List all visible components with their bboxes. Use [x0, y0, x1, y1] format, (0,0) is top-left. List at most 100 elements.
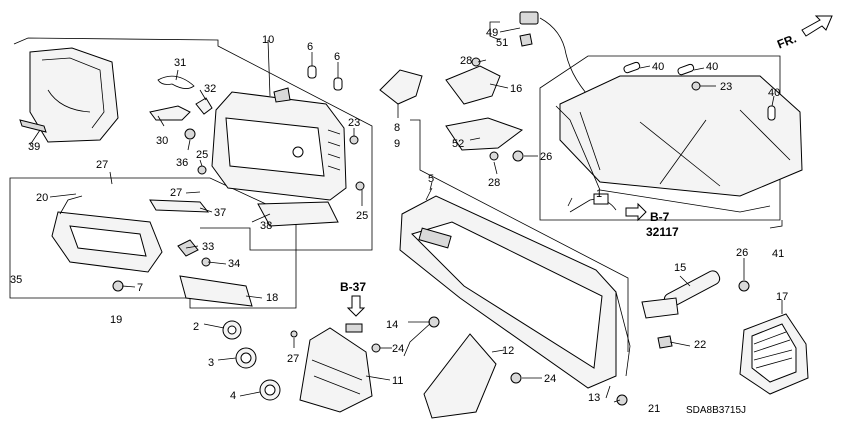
- callout-27a: 27: [96, 159, 108, 171]
- callout-49: 49: [486, 27, 498, 39]
- part-clip-24b: [510, 372, 522, 384]
- callout-28b: 28: [488, 177, 500, 189]
- part-damper-15: [641, 270, 721, 319]
- callout-21: 21: [648, 403, 660, 415]
- callout-19: 19: [110, 314, 122, 326]
- callout-7: 7: [137, 282, 143, 294]
- callout-28a: 28: [460, 55, 472, 67]
- part-screw-28a: [471, 57, 481, 67]
- callout-38: 38: [260, 220, 272, 232]
- callout-27b: 27: [170, 187, 182, 199]
- front-arrow: FR.: [775, 15, 833, 52]
- part-bolt-26b: [738, 280, 750, 292]
- ref-b7: B-7: [650, 210, 670, 224]
- callout-36: 36: [176, 157, 188, 169]
- callout-39: 39: [28, 141, 40, 153]
- part-rod-6a: [307, 65, 317, 79]
- callout-18: 18: [266, 292, 278, 304]
- callout-6b: 6: [334, 51, 340, 63]
- callout-25a: 25: [196, 149, 208, 161]
- part-outlets: [222, 320, 281, 401]
- ref-b37: B-37: [340, 280, 366, 294]
- part-clip-23a: [349, 135, 359, 145]
- callout-24a: 24: [392, 343, 404, 355]
- callout-5: 5: [428, 173, 434, 185]
- callout-17: 17: [776, 291, 788, 303]
- callout-52: 52: [452, 138, 464, 150]
- part-bracket-52: [445, 117, 524, 151]
- callout-6a: 6: [307, 41, 313, 53]
- part-bolt-26a: [512, 150, 524, 162]
- callout-33: 33: [202, 241, 214, 253]
- part-pin-5: [425, 187, 433, 201]
- part-clip-51: [519, 33, 533, 47]
- part-clip-22: [657, 335, 673, 349]
- callout-13: 13: [588, 392, 600, 404]
- part-connector-49: [519, 11, 539, 25]
- glovebox-group-box: [410, 119, 629, 352]
- callout-35: 35: [10, 274, 22, 286]
- callout-26a: 26: [540, 151, 552, 163]
- callout-15: 15: [674, 262, 686, 274]
- part-filter-plate-12: [423, 333, 497, 419]
- part-clip-24a: [371, 343, 381, 353]
- part-tray-insert-18: [179, 275, 253, 307]
- callout-4: 4: [230, 390, 236, 402]
- callout-16: 16: [510, 83, 522, 95]
- part-latch-rod-14: [403, 321, 433, 357]
- part-screw-28b: [489, 151, 499, 161]
- leader-lines: [29, 21, 783, 403]
- callout-51: 51: [496, 37, 508, 49]
- part-clip-25b: [355, 181, 365, 191]
- callout-41: 41: [772, 248, 784, 260]
- part-upper-compartment: [211, 87, 347, 201]
- lid-group-box: [13, 37, 373, 251]
- part-glove-box: [399, 195, 631, 389]
- part-b7-harness: [569, 198, 617, 213]
- callout-3: 3: [208, 357, 214, 369]
- part-clip-36: [184, 128, 196, 140]
- part-clip-25a: [197, 165, 207, 175]
- callout-37: 37: [214, 207, 226, 219]
- part-clip-7: [112, 280, 124, 292]
- callout-31: 31: [174, 57, 186, 69]
- part-screw-27c: [290, 330, 298, 338]
- callout-40c: 40: [768, 87, 780, 99]
- part-clip-32: [195, 97, 213, 115]
- callout-32: 32: [204, 83, 216, 95]
- callout-24b: 24: [544, 373, 556, 385]
- part-panel-38: [257, 201, 339, 227]
- part-clip-23b: [691, 81, 701, 91]
- callout-22: 22: [694, 339, 706, 351]
- ref-b7-sub: 32117: [646, 225, 679, 239]
- part-hinge-strap: [157, 75, 195, 89]
- callout-1: 1: [596, 188, 602, 200]
- part-clip-21: [616, 394, 628, 406]
- part-bracket-16: [445, 65, 501, 105]
- callout-40b: 40: [706, 61, 718, 73]
- callout-25b: 25: [356, 210, 368, 222]
- callout-30: 30: [156, 135, 168, 147]
- callout-23b: 23: [720, 81, 732, 93]
- b7-arrow: [625, 202, 647, 222]
- tray-group-box: [9, 177, 297, 309]
- part-lid-cover: [19, 47, 119, 143]
- part-lower-tray: [51, 195, 163, 273]
- part-latch-30: [149, 105, 191, 121]
- part-rod-6b: [333, 77, 343, 91]
- callout-27c: 27: [287, 353, 299, 365]
- callout-12: 12: [502, 345, 514, 357]
- callout-26b: 26: [736, 247, 748, 259]
- part-clip-b37: [345, 323, 363, 333]
- callout-14: 14: [386, 319, 398, 331]
- part-rod-40b: [677, 63, 695, 76]
- callout-20: 20: [36, 192, 48, 204]
- callout-8: 8: [394, 122, 400, 134]
- callout-23a: 23: [348, 117, 360, 129]
- callout-40a: 40: [652, 61, 664, 73]
- part-rod-40c: [767, 105, 776, 121]
- front-label: FR.: [775, 31, 798, 51]
- part-rod-40a: [623, 61, 641, 74]
- part-knee-airbag-41: [555, 75, 803, 213]
